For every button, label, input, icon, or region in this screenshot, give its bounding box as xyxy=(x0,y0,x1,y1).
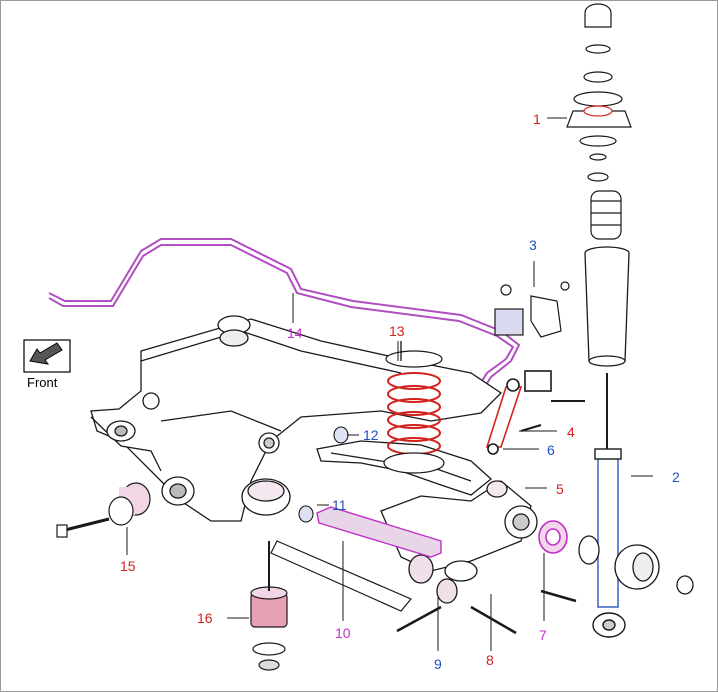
callout-3: 3 xyxy=(529,237,537,253)
callout-6: 6 xyxy=(547,442,555,458)
callout-14: 14 xyxy=(287,325,303,341)
dust-boot xyxy=(584,246,630,367)
callout-15: 15 xyxy=(120,558,136,574)
rear-subframe xyxy=(90,315,503,522)
front-label: Front xyxy=(27,375,58,390)
callout-13: 13 xyxy=(389,323,405,339)
callout-7: 7 xyxy=(539,627,547,643)
shock-absorber xyxy=(592,373,626,638)
top-mount xyxy=(566,3,632,182)
mounting-bolts xyxy=(396,589,577,635)
callout-12: 12 xyxy=(363,427,379,443)
callout-11: 11 xyxy=(332,497,347,513)
callout-8: 8 xyxy=(486,652,494,668)
wheel-hub xyxy=(578,535,694,595)
subframe-bushing-rear xyxy=(250,541,288,671)
upper-control-arm xyxy=(316,506,442,558)
link-rod xyxy=(485,370,585,455)
callout-4: 4 xyxy=(567,424,575,440)
callout-9: 9 xyxy=(434,656,442,672)
toe-link xyxy=(270,540,412,612)
callout-10: 10 xyxy=(335,625,351,641)
stabilizer-bar xyxy=(48,238,521,394)
spring-seats xyxy=(383,341,445,474)
small-bushings xyxy=(298,426,349,523)
wheel-bearing xyxy=(538,520,568,554)
callout-2: 2 xyxy=(672,469,680,485)
callout-5: 5 xyxy=(556,481,564,497)
front-direction-icon xyxy=(23,339,71,373)
stabilizer-bracket xyxy=(494,281,570,338)
subframe-bushing-front xyxy=(56,482,151,538)
callout-16: 16 xyxy=(197,610,213,626)
coil-spring xyxy=(387,372,441,455)
leader-lines xyxy=(126,117,653,651)
callout-1: 1 xyxy=(533,111,541,127)
bump-stop xyxy=(590,190,622,240)
